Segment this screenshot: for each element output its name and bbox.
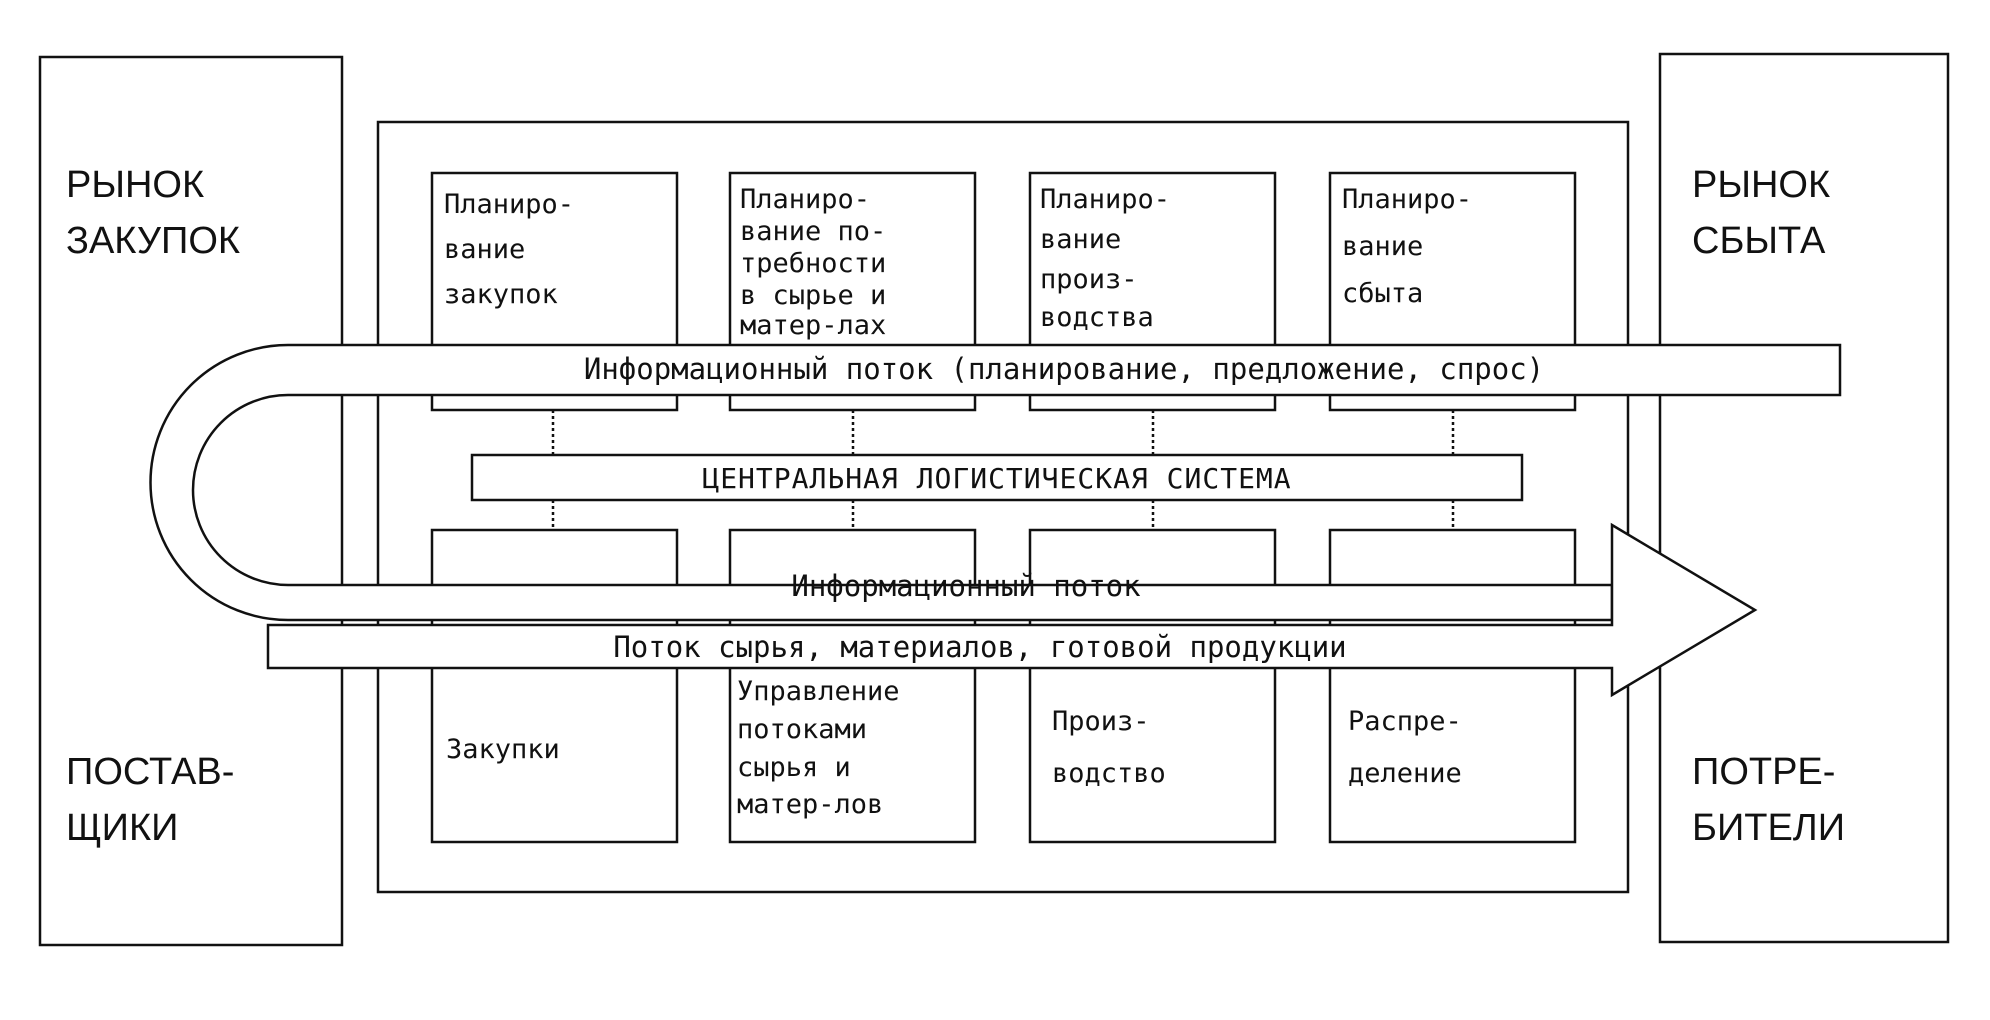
right-bottom-line-1: ПОТРЕ- — [1692, 751, 1835, 793]
planning-box-4-line-1: Планиро- — [1342, 184, 1472, 215]
planning-box-1-line-3: закупок — [444, 279, 558, 310]
left-top-line-2: ЗАКУПОК — [66, 220, 240, 262]
planning-box-2-line-5: матер-лах — [740, 310, 886, 341]
central-system-label: ЦЕНТРАЛЬНАЯ ЛОГИСТИЧЕСКАЯ СИСТЕМА — [702, 462, 1291, 495]
right-column-frame — [1658, 52, 1950, 944]
central-logistics-system — [470, 453, 1524, 502]
planning-box-3-line-3: произ- — [1040, 264, 1138, 295]
operation-box-4-line-2: деление — [1348, 758, 1462, 789]
planning-box-2-line-3: требности — [740, 248, 886, 279]
information-flow-loop — [149, 343, 1842, 622]
operation-box-production: Произ- водство — [1028, 528, 1277, 844]
left-bottom-line-2: ЩИКИ — [66, 807, 178, 849]
operation-box-2-line-2: потоками — [737, 714, 867, 745]
planning-box-2-line-4: в сырье и — [740, 280, 886, 311]
operation-box-4-line-1: Распре- — [1348, 706, 1462, 737]
operation-box-3-line-2: водство — [1052, 758, 1166, 789]
information-flow-bottom-label: Информационный поток — [791, 569, 1141, 603]
right-top-line-1: РЫНОК — [1692, 164, 1830, 206]
material-flow-arrow — [266, 522, 1758, 698]
operation-box-purchasing: Закупки — [430, 528, 679, 844]
operation-box-2-line-4: матер-лов — [737, 789, 883, 820]
planning-box-3-line-1: Планиро- — [1040, 184, 1170, 215]
left-bottom-line-1: ПОСТАВ- — [66, 751, 234, 793]
operation-box-materials: Управление потоками сырья и матер-лов — [728, 528, 977, 844]
operation-box-2-line-3: сырья и — [737, 752, 851, 783]
right-top-line-2: СБЫТА — [1692, 220, 1826, 262]
planning-box-1-line-2: вание — [444, 234, 525, 265]
right-bottom-line-2: БИТЕЛИ — [1692, 807, 1845, 849]
planning-box-3-line-4: водства — [1040, 302, 1154, 333]
operation-box-1-line-1: Закупки — [446, 734, 560, 765]
planning-box-1-line-1: Планиро- — [444, 189, 574, 220]
material-flow-label: Поток сырья, материалов, готовой продукц… — [613, 630, 1346, 664]
operation-box-3-line-1: Произ- — [1052, 706, 1150, 737]
planning-box-4-line-3: сбыта — [1342, 278, 1423, 309]
planning-box-2-line-2: вание по- — [740, 216, 886, 247]
operation-box-2-line-1: Управление — [737, 676, 900, 707]
left-top-line-1: РЫНОК — [66, 164, 204, 206]
planning-box-2-line-1: Планиро- — [740, 184, 870, 215]
operation-box-distribution: Распре- деление — [1328, 528, 1577, 844]
planning-box-3-line-2: вание — [1040, 224, 1121, 255]
planning-box-4-line-2: вание — [1342, 231, 1423, 262]
information-flow-top-label: Информационный поток (планирование, пред… — [584, 352, 1544, 386]
